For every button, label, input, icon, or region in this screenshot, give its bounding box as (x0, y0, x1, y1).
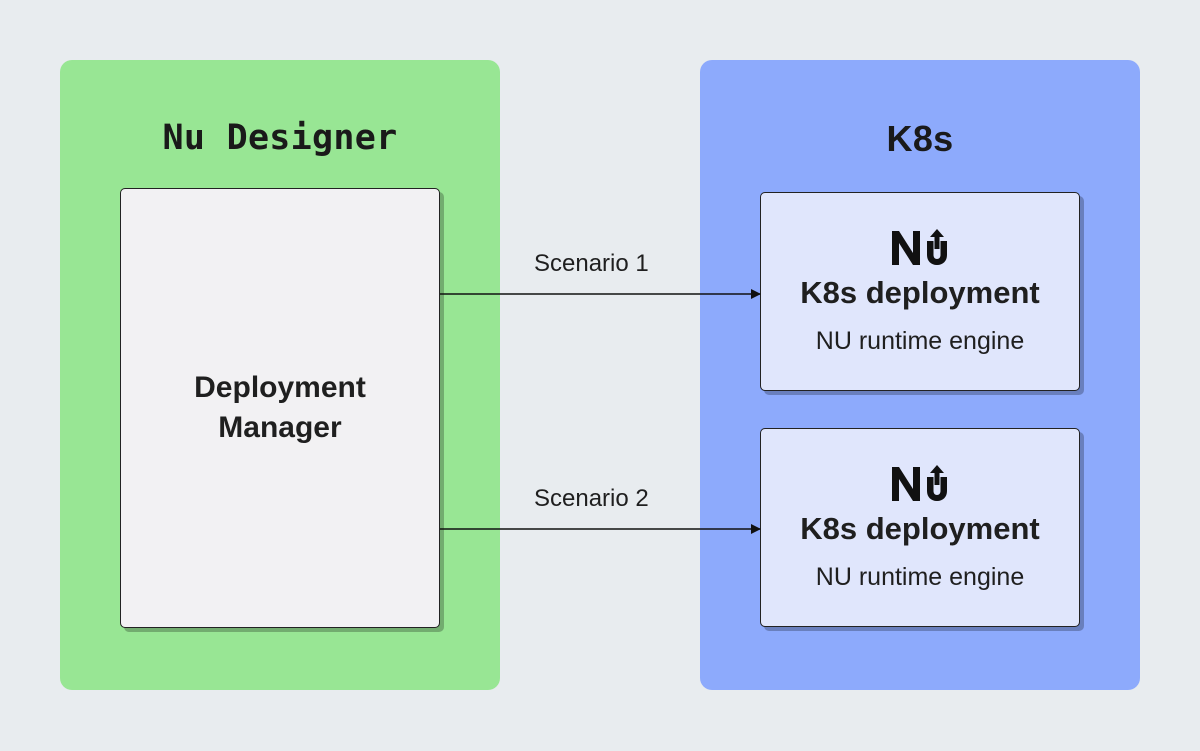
deployment-subtitle: NU runtime engine (815, 563, 1025, 591)
deployment-title: K8s deployment (800, 275, 1040, 310)
deployment-manager-box: Deployment Manager (120, 188, 440, 628)
deployment-title: K8s deployment (800, 511, 1040, 546)
scenario-1-label: Scenario 1 (534, 250, 649, 277)
k8s-deployment-box-2: Nu K8s deployment NU runtime engine (760, 428, 1080, 627)
deployment-manager-label: Deployment Manager (194, 371, 366, 444)
nu-logo-icon: Nu (892, 229, 947, 265)
scenario-2-label: Scenario 2 (534, 485, 649, 512)
nu-designer-title: Nu Designer (162, 118, 398, 158)
k8s-deployment-box-1: Nu K8s deployment NU runtime engine (760, 192, 1080, 391)
nu-logo-icon: Nu (892, 465, 947, 501)
deployment-subtitle: NU runtime engine (815, 327, 1025, 355)
k8s-title: K8s (886, 118, 954, 159)
